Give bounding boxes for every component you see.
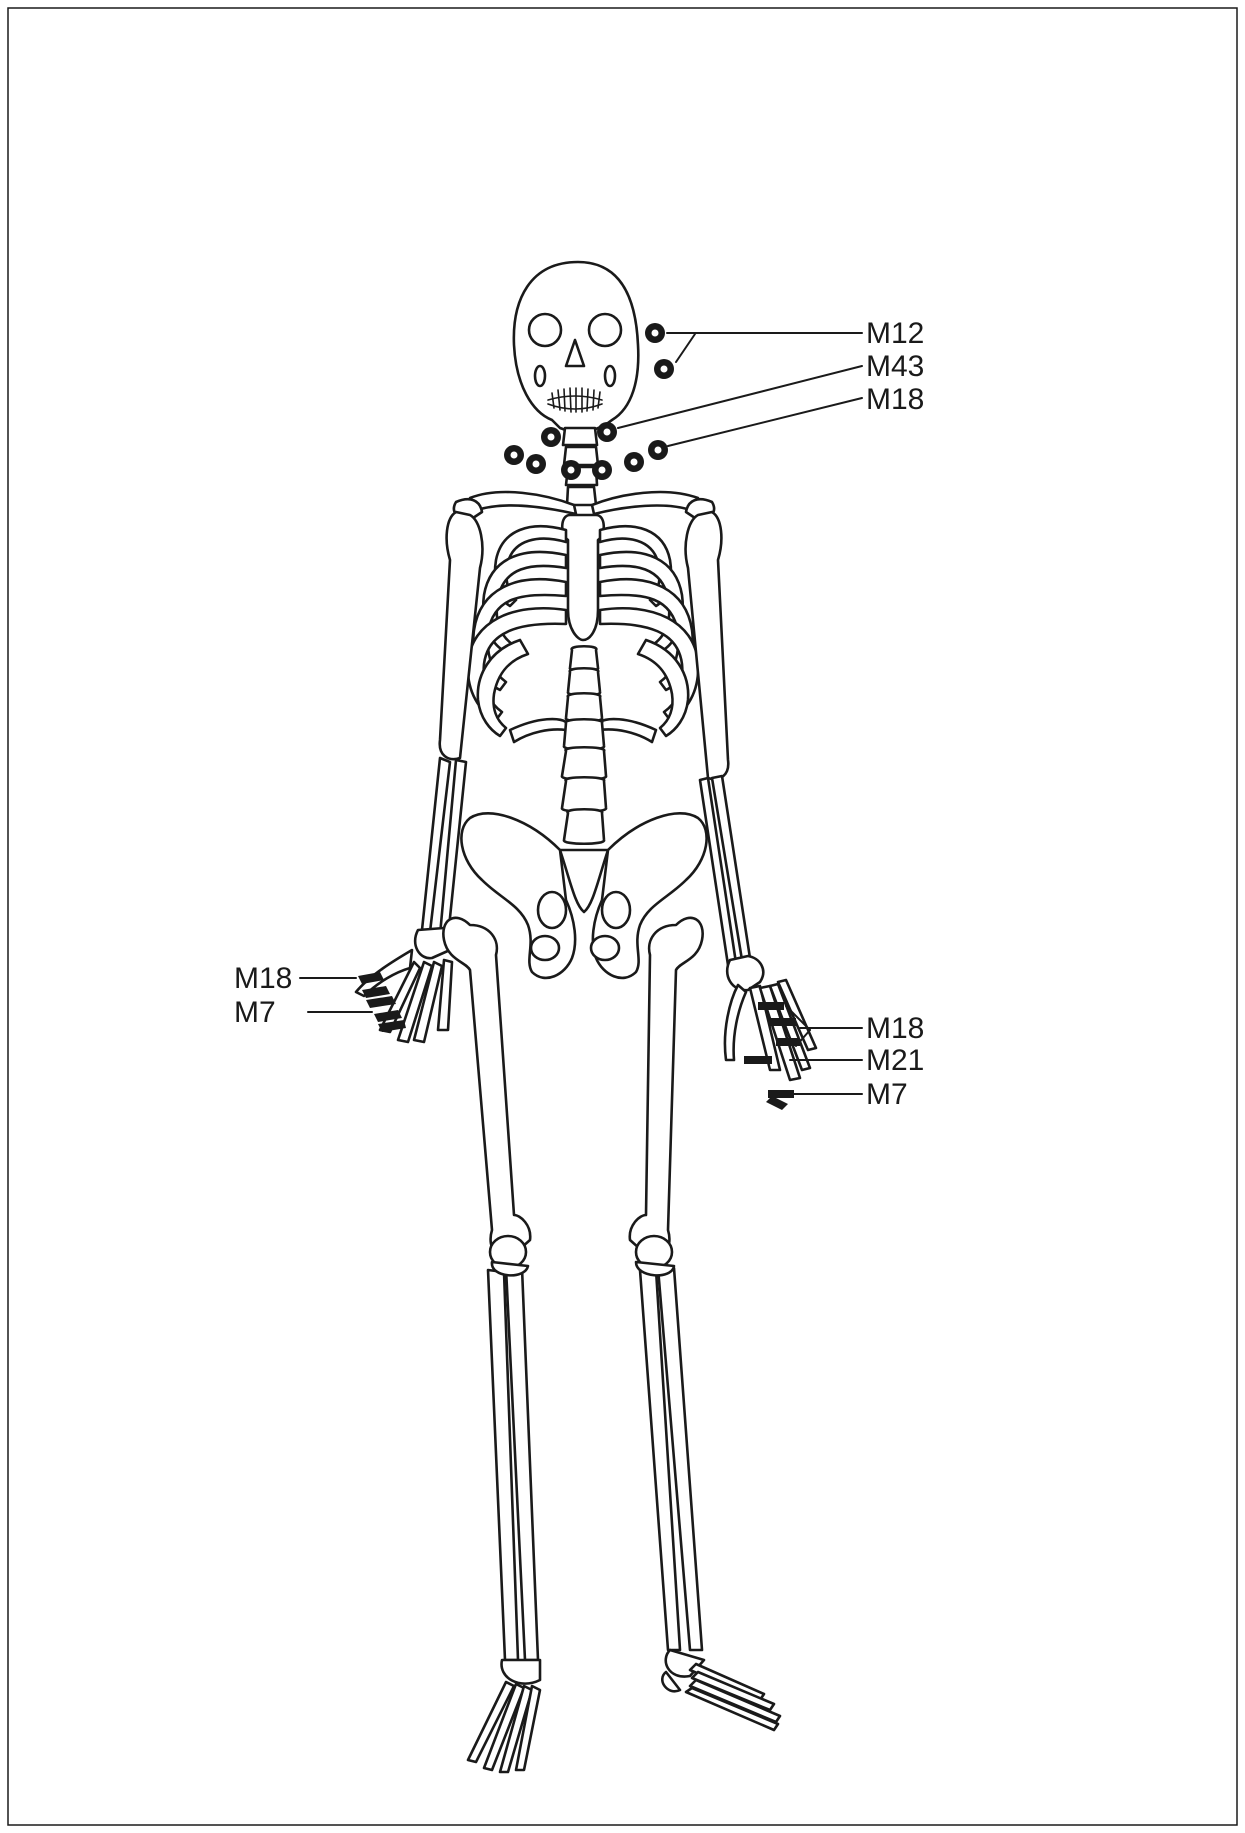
bead bbox=[592, 460, 612, 480]
right-leg bbox=[630, 918, 780, 1730]
bead bbox=[597, 422, 617, 442]
label-right-hand-m7: M7 bbox=[866, 1078, 908, 1111]
bead bbox=[654, 359, 674, 379]
bead bbox=[648, 440, 668, 460]
bead bbox=[504, 445, 524, 465]
skull bbox=[514, 262, 638, 432]
label-neck-m43: M43 bbox=[866, 350, 924, 383]
bead bbox=[541, 427, 561, 447]
label-right-hand-m18: M18 bbox=[866, 1012, 924, 1045]
bead bbox=[561, 460, 581, 480]
bead bbox=[645, 323, 665, 343]
label-left-hand-m7: M7 bbox=[234, 996, 276, 1029]
label-left-hand-m18: M18 bbox=[234, 962, 292, 995]
label-neck-m12: M12 bbox=[866, 317, 924, 350]
lumbar-spine bbox=[562, 646, 606, 844]
label-right-hand-m21: M21 bbox=[866, 1044, 924, 1077]
right-arm bbox=[686, 512, 816, 1080]
left-leg bbox=[443, 918, 540, 1772]
bead bbox=[526, 454, 546, 474]
label-neck-m18: M18 bbox=[866, 383, 924, 416]
bead bbox=[624, 452, 644, 472]
